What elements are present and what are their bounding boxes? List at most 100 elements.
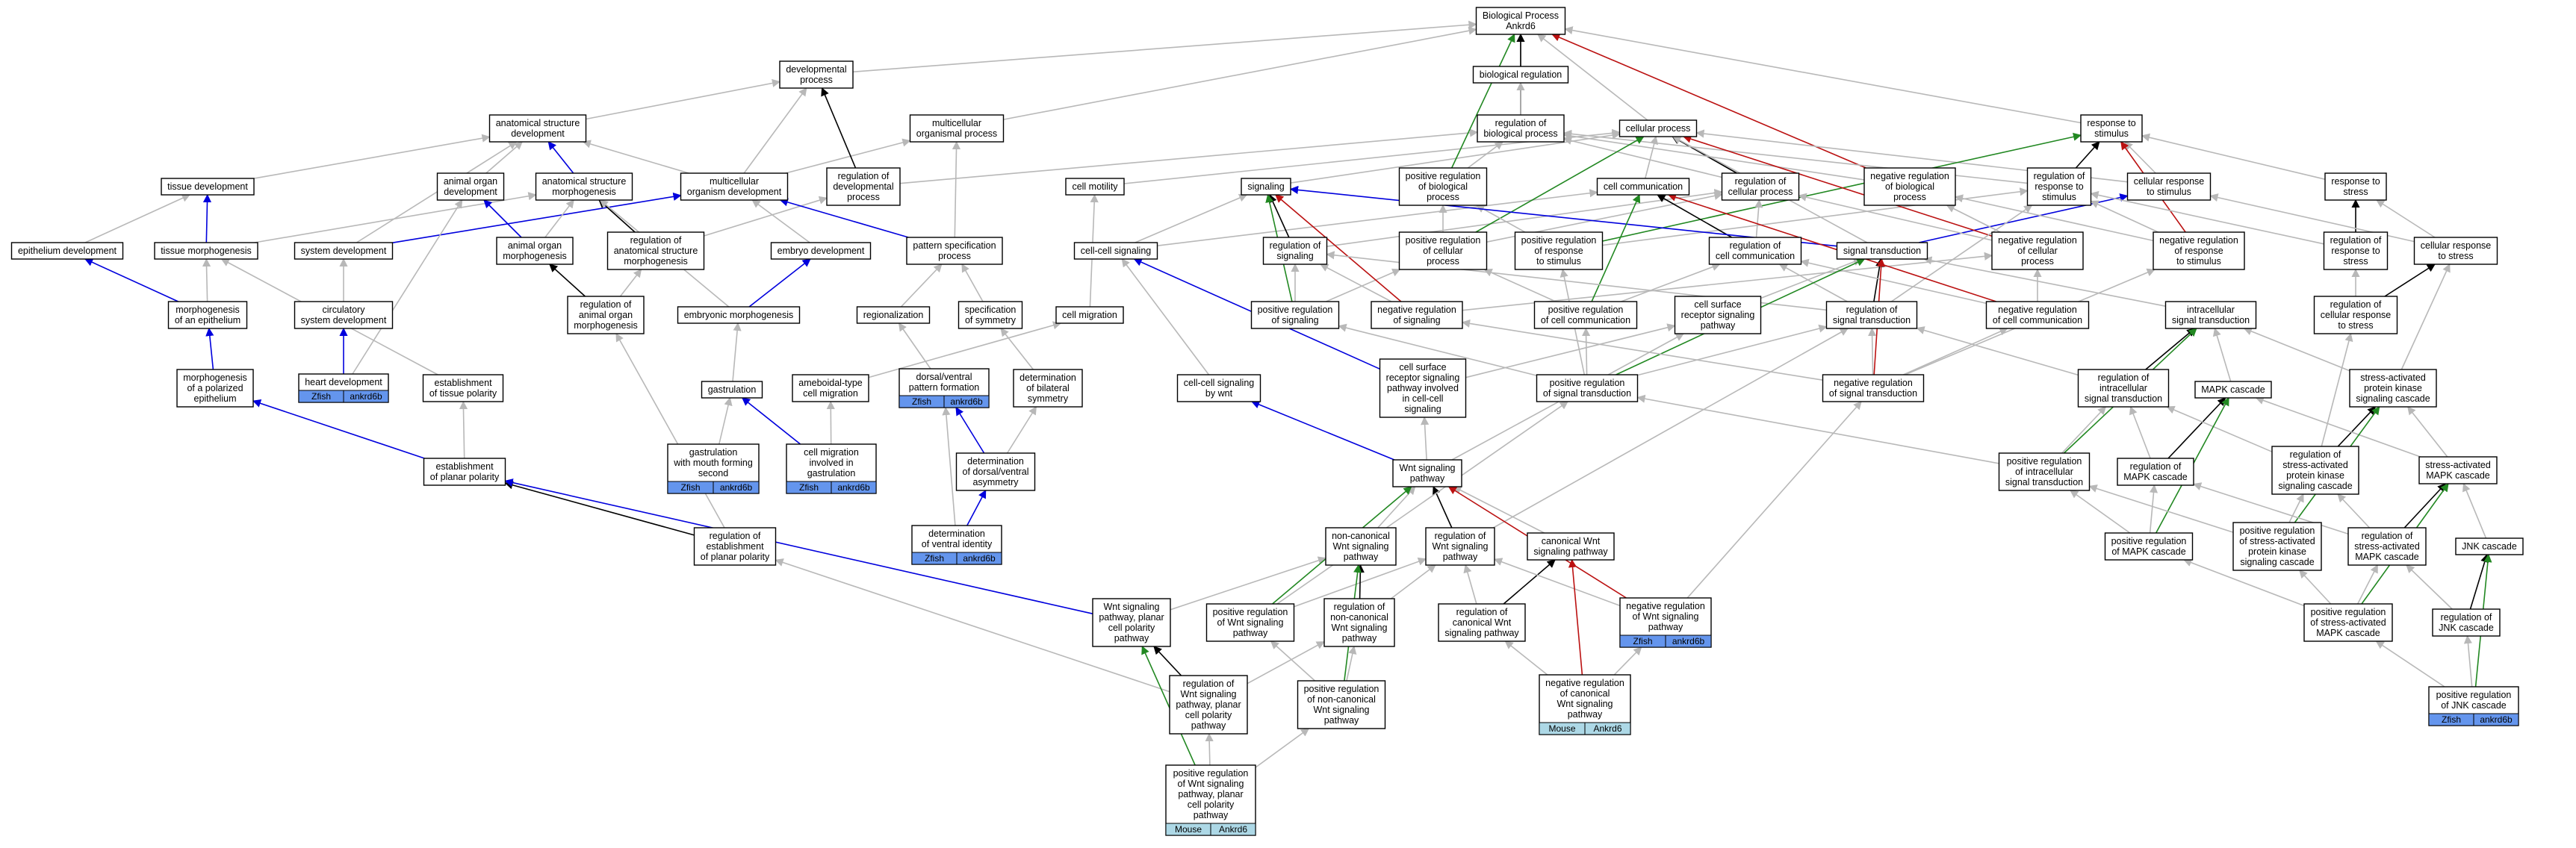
edge-is-a bbox=[1954, 194, 2154, 242]
go-term-node[interactable]: system development bbox=[294, 242, 394, 260]
edge-is-a bbox=[1465, 323, 1676, 378]
go-term-node[interactable]: cell-cell signaling bbox=[1073, 242, 1158, 260]
go-term-node[interactable]: tissue morphogenesis bbox=[154, 242, 258, 260]
go-term-node[interactable]: tissue development bbox=[161, 178, 255, 196]
go-term-node[interactable]: signal transduction bbox=[1836, 242, 1928, 260]
go-term-node[interactable]: regionalization bbox=[856, 306, 931, 324]
go-term-node[interactable]: gastrulation bbox=[701, 381, 763, 399]
go-term-node[interactable]: signaling bbox=[1241, 178, 1291, 196]
go-term-node[interactable]: MAPK cascade bbox=[2194, 381, 2272, 399]
go-term-node[interactable]: cell migration bbox=[1055, 306, 1124, 324]
go-term-node[interactable]: embryo development bbox=[770, 242, 872, 260]
go-term-node[interactable]: JNK cascade bbox=[2455, 537, 2524, 555]
go-term-node[interactable]: cell motility bbox=[1065, 178, 1125, 196]
go-term-node[interactable]: biological regulation bbox=[1472, 66, 1569, 84]
go-term-node[interactable]: epithelium development bbox=[10, 242, 124, 260]
go-term-node[interactable]: embryonic morphogenesis bbox=[677, 306, 801, 324]
go-term-node[interactable]: cell communication bbox=[1596, 178, 1690, 196]
go-term-node[interactable]: cellular process bbox=[1618, 119, 1698, 137]
